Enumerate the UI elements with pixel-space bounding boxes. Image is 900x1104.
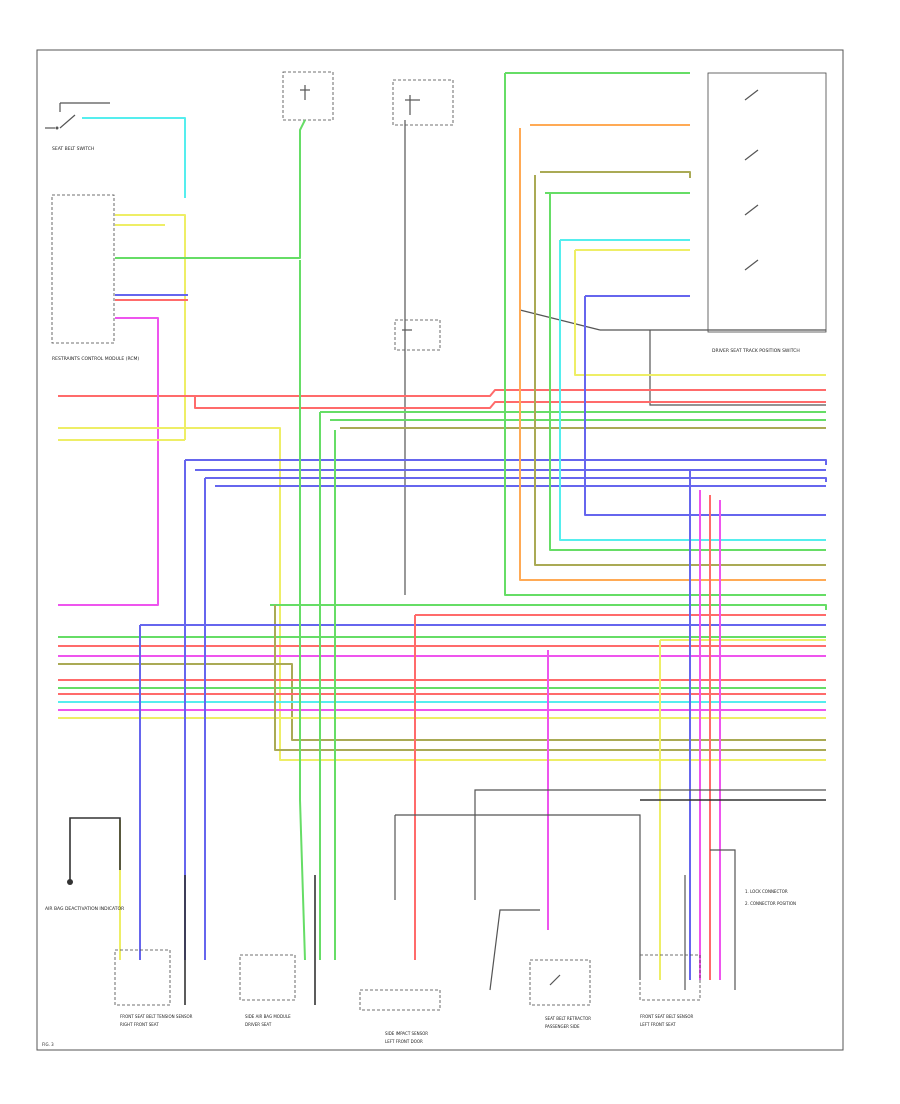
- right-note-1: 1. LOCK CONNECTOR: [745, 889, 788, 894]
- bottom-sensor-2: SIDE AIR BAG MODULE DRIVER SEAT: [239, 954, 296, 1027]
- wire-blue-30: [584, 296, 826, 516]
- wire-harness: [58, 72, 827, 980]
- wire-orange-20: [519, 128, 826, 581]
- wire-magenta-6: [58, 317, 159, 606]
- bottom-2-sub: DRIVER SEAT: [245, 1022, 272, 1027]
- top-center-connector-1: [282, 71, 334, 121]
- corner-label: FIG. 3: [42, 1042, 54, 1047]
- bottom-4-sub: PASSENGER SIDE: [545, 1024, 580, 1029]
- wire-blue-11: [185, 459, 827, 465]
- wire-olive-22: [534, 175, 826, 566]
- top-left-switch-label: SEAT BELT SWITCH: [52, 146, 94, 152]
- mid-connector: [394, 319, 441, 351]
- bottom-sensor-1: FRONT SEAT BELT TENSION SENSOR RIGHT FRO…: [114, 949, 193, 1027]
- bottom-3-sub: LEFT FRONT DOOR: [385, 1039, 423, 1044]
- top-center-connector-2: [392, 79, 454, 126]
- bottom-1-name: FRONT SEAT BELT TENSION SENSOR: [120, 1014, 193, 1019]
- bottom-left-module: AIR BAG DEACTIVATION INDICATOR: [45, 817, 124, 912]
- wire-green-31: [504, 73, 826, 596]
- bottom-5-sub: LEFT FRONT SEAT: [640, 1022, 676, 1027]
- wire-green-24: [549, 193, 826, 551]
- wire-olive-43: [274, 605, 826, 751]
- top-left-switch: SEAT BELT SWITCH: [45, 102, 110, 152]
- rcm-module: RESTRAINTS CONTROL MODULE (RCM): [51, 194, 139, 362]
- wire-green-5: [115, 119, 306, 259]
- wire-blue-13: [205, 477, 827, 482]
- bottom-5-name: FRONT SEAT BELT SENSOR: [640, 1014, 694, 1019]
- wire-cyan-0: [82, 117, 186, 198]
- bottom-2-name: SIDE AIR BAG MODULE: [245, 1014, 291, 1019]
- driver-seat-switch-label: DRIVER SEAT TRACK POSITION SWITCH: [712, 348, 800, 354]
- wire-olive-21: [540, 171, 691, 178]
- bottom-3-name: SIDE IMPACT SENSOR: [385, 1031, 428, 1036]
- bottom-sensor-4: SEAT BELT RETRACTOR PASSENGER SIDE: [529, 959, 591, 1029]
- bottom-4-name: SEAT BELT RETRACTOR: [545, 1016, 591, 1021]
- bottom-left-module-label: AIR BAG DEACTIVATION INDICATOR: [45, 906, 124, 912]
- wire-red-3: [58, 389, 826, 397]
- diagram-frame: [36, 49, 844, 1051]
- right-note-2: 2. CONNECTOR POSITION: [745, 901, 796, 906]
- wire-cyan-26: [559, 240, 826, 541]
- bottom-sensor-3: SIDE IMPACT SENSOR LEFT FRONT DOOR: [359, 989, 441, 1044]
- wire-yellow-28: [574, 250, 826, 376]
- rcm-label: RESTRAINTS CONTROL MODULE (RCM): [52, 356, 139, 362]
- wire-green-57: [299, 260, 306, 961]
- bottom-1-sub: RIGHT FRONT SEAT: [120, 1022, 159, 1027]
- wire-yellow-1: [115, 214, 186, 440]
- wire-yellow-9: [58, 427, 826, 761]
- wire-green-42: [270, 604, 827, 610]
- wire-red-4: [194, 396, 826, 409]
- driver-seat-switch-box: DRIVER SEAT TRACK POSITION SWITCH: [707, 72, 827, 354]
